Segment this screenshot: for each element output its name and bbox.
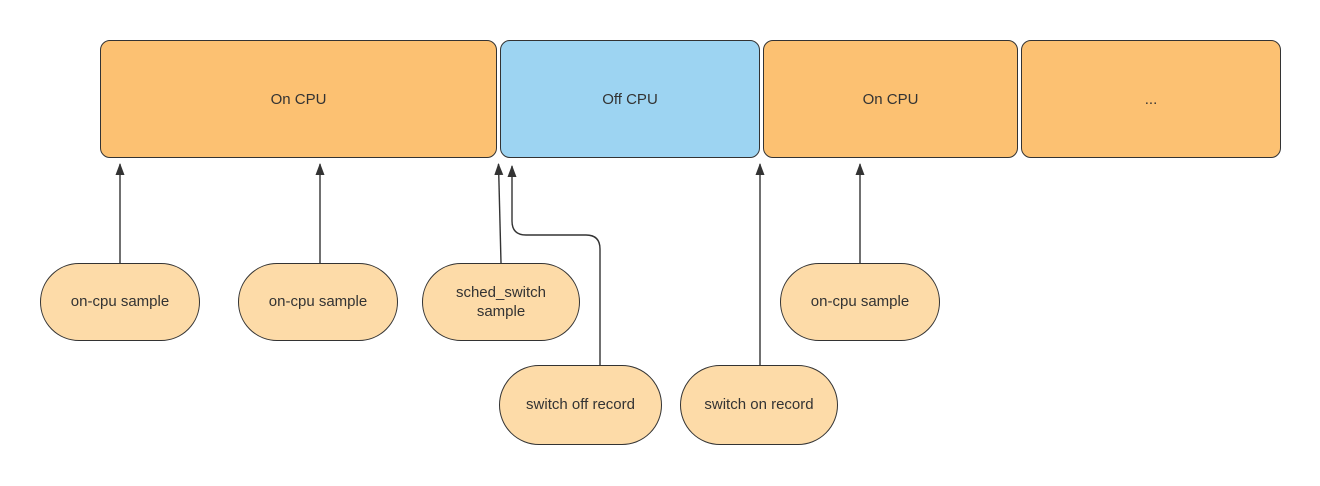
annotation-sched-switch-sample: sched_switch sample	[422, 263, 580, 341]
annotation-on-cpu-sample-2: on-cpu sample	[238, 263, 398, 341]
annotation-switch-on-record: switch on record	[680, 365, 838, 445]
annotation-on-cpu-sample-3: on-cpu sample	[780, 263, 940, 341]
annotation-on-cpu-sample-1: on-cpu sample	[40, 263, 200, 341]
annotation-switch-off-record: switch off record	[499, 365, 662, 445]
timeline-segment-ellipsis: ...	[1021, 40, 1281, 158]
timeline-segment-on-cpu-2: On CPU	[763, 40, 1018, 158]
arrow-sched-switch-sample	[494, 163, 504, 264]
timeline-segment-on-cpu-1: On CPU	[100, 40, 497, 158]
timeline-segment-off-cpu: Off CPU	[500, 40, 760, 158]
